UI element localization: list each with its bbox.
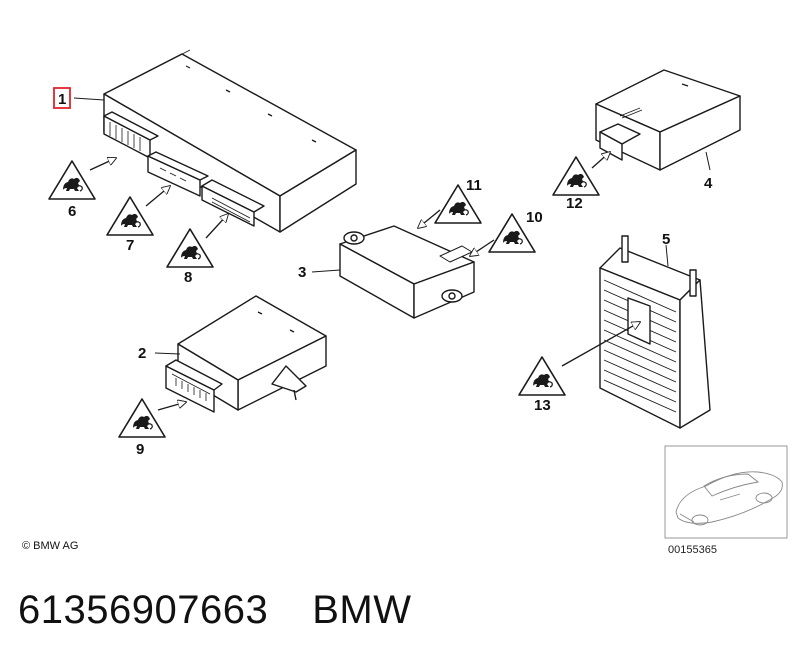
copyright-text: © BMW AG (22, 540, 79, 552)
control-module-1 (103, 49, 357, 233)
callout-4: 4 (704, 175, 713, 192)
leader-lines (73, 97, 711, 355)
part-footer: 61356907663 BMW (18, 588, 411, 633)
diagram-code: 00155365 (668, 544, 717, 556)
callout-3: 3 (298, 264, 306, 281)
callout-6: 6 (68, 203, 76, 220)
callout-12: 12 (566, 195, 583, 212)
brand-name: BMW (312, 588, 412, 632)
callout-7: 7 (126, 237, 134, 254)
callout-13: 13 (534, 397, 551, 414)
callout-5: 5 (662, 231, 670, 248)
pointer-arrows (89, 152, 640, 411)
callout-2: 2 (138, 345, 146, 362)
module-4 (595, 69, 741, 171)
callout-1: 1 (58, 91, 66, 108)
callout-10: 10 (526, 209, 543, 226)
callout-8: 8 (184, 269, 192, 286)
heatsink-module-5 (599, 235, 711, 429)
highlight-box (53, 87, 71, 109)
vehicle-thumbnail (664, 445, 788, 539)
part-number: 61356907663 (18, 588, 269, 632)
callout-9: 9 (136, 441, 144, 458)
control-unit-2 (165, 295, 327, 413)
sensor-module-3 (339, 225, 475, 319)
callout-11: 11 (466, 177, 482, 194)
